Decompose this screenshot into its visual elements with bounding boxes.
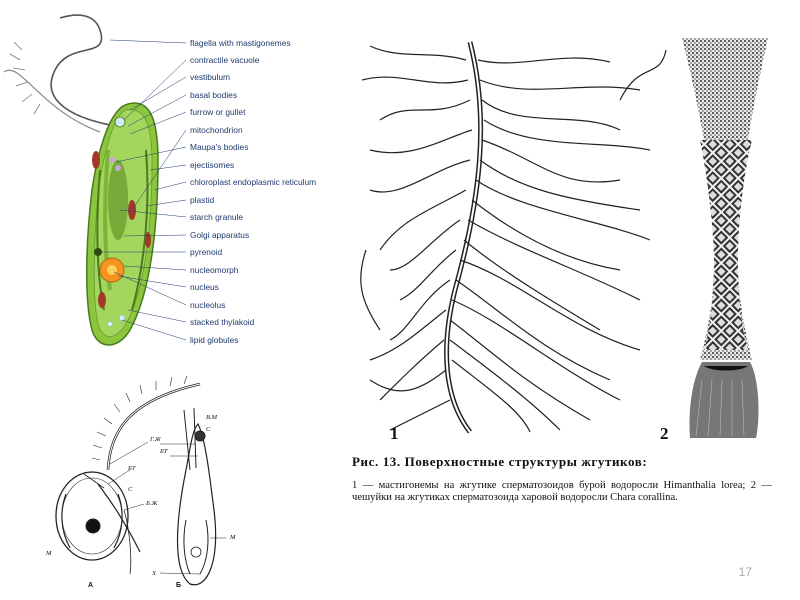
sketch-label-m-a: М	[46, 550, 52, 557]
label-mitochondrion: mitochondrion	[190, 125, 243, 135]
label-nucleolus: nucleolus	[190, 300, 226, 310]
sketch-label-s-a: С	[128, 486, 133, 493]
flagellum	[50, 14, 129, 129]
cell-sketches	[55, 375, 226, 586]
panel-number-1: 1	[390, 424, 399, 443]
label-contractile-vacuole: contractile vacuole	[190, 55, 260, 65]
figure-caption-body: 1 — мастигонемы на жгутике сперматозоидо…	[352, 480, 772, 504]
sketch-label-s-b: С	[206, 426, 211, 433]
label-nucleus: nucleus	[190, 282, 219, 292]
label-basal-bodies: basal bodies	[190, 90, 238, 100]
label-ejectisomes: ejectisomes	[190, 160, 235, 170]
sketch-label-bzh: Б.Ж	[146, 500, 158, 507]
sketch-label-m-b: М	[230, 534, 236, 541]
sketch-label-bt-b: БТ	[160, 448, 168, 455]
label-maupas-bodies: Maupa's bodies	[190, 142, 249, 152]
sketch-label-bt-a: БТ	[128, 465, 136, 472]
euglena-cell-diagram	[3, 14, 187, 346]
sketch-sublabel-b: Б	[176, 582, 182, 589]
label-pyrenoid: pyrenoid	[190, 247, 223, 257]
sketch-label-gzh: Г.Ж	[150, 436, 161, 443]
label-lipid-globules: lipid globules	[190, 335, 239, 345]
mastigoneme-hairs	[9, 41, 41, 115]
label-starch-granule: starch granule	[190, 212, 244, 222]
mastigoneme-micrograph	[360, 41, 667, 434]
label-vestibulum: vestibulum	[190, 72, 231, 82]
label-stacked-thylakoid: stacked thylakoid	[190, 317, 255, 327]
panel-number-2: 2	[660, 424, 669, 443]
label-nucleomorph: nucleomorph	[190, 265, 239, 275]
label-flagella: flagella with mastigonemes	[190, 38, 291, 48]
label-chloroplast-er: chloroplast endoplasmic reticulum	[190, 177, 317, 187]
label-golgi: Golgi apparatus	[190, 230, 250, 240]
page-number: 17	[738, 565, 752, 579]
label-plastid: plastid	[190, 195, 215, 205]
label-furrow: furrow or gullet	[190, 107, 246, 117]
sketch-sublabel-a: А	[88, 582, 94, 589]
figure-caption-title: Рис. 13. Поверхностные структуры жгутико…	[352, 454, 648, 469]
sketch-label-x: Х	[152, 570, 156, 577]
sketch-label-vm: В.М	[206, 414, 218, 421]
scales-micrograph	[682, 38, 768, 438]
